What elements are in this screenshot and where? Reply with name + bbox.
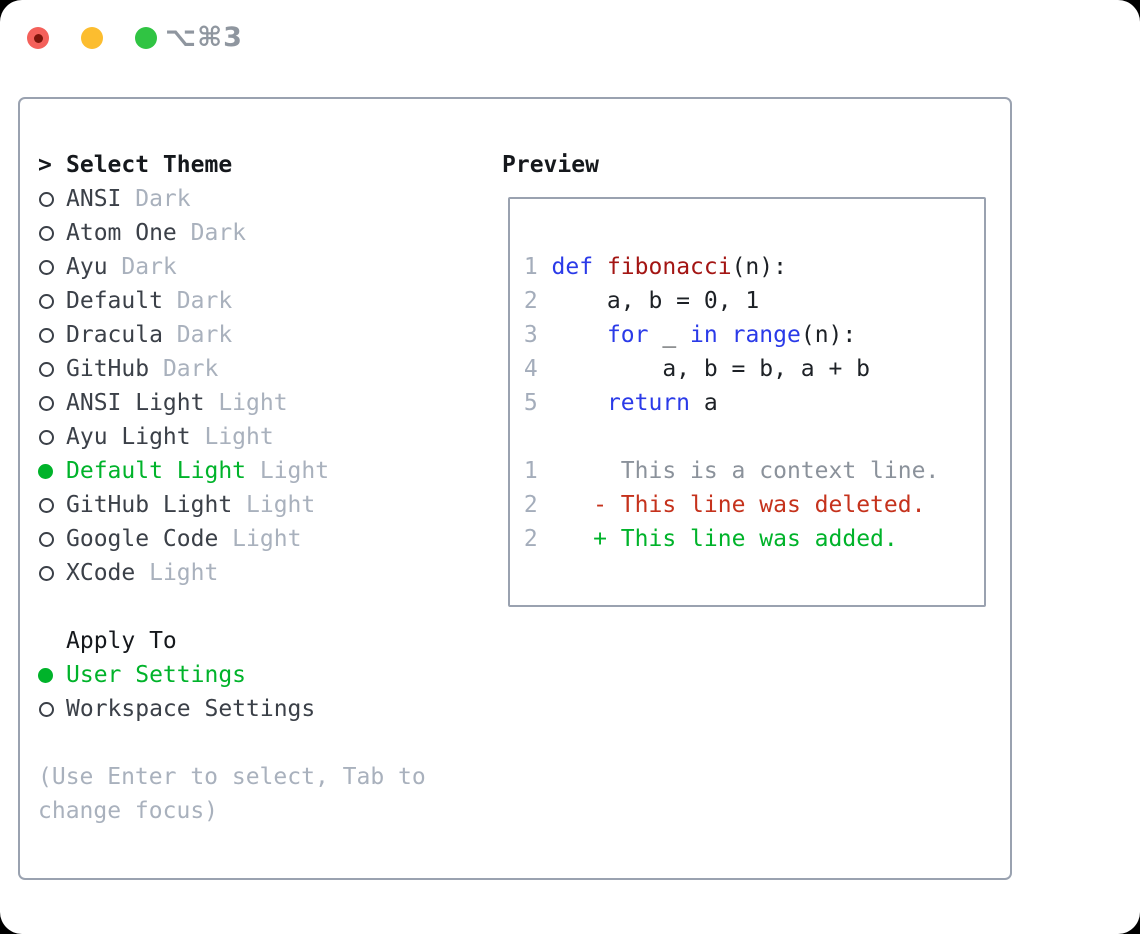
preview-code: 1 def fibonacci(n): 2 a, b = 0, 1 3 for …: [510, 216, 984, 556]
traffic-lights: [27, 27, 175, 49]
apply-to-option[interactable]: User Settings: [38, 658, 478, 692]
minimize-button[interactable]: [80, 27, 103, 49]
apply-to-header: Apply To: [38, 624, 478, 658]
close-dot-icon: [33, 33, 43, 43]
spacer: [38, 726, 478, 760]
theme-option[interactable]: ANSI Light Light: [38, 386, 478, 420]
title-bar: ⌥⌘3: [0, 0, 1140, 76]
theme-option[interactable]: Dracula Dark: [38, 318, 478, 352]
code-line: [510, 420, 984, 454]
theme-option-label: Default Light Light: [66, 458, 330, 484]
window-shortcut-label: ⌥⌘3: [165, 22, 243, 53]
theme-option-label: Ayu Dark: [66, 254, 177, 280]
radio-selected-icon: [38, 454, 66, 488]
radio-unselected-icon: [38, 386, 66, 420]
code-line: 3 for _ in range(n):: [510, 322, 857, 348]
close-button[interactable]: [27, 27, 49, 49]
code-line: 2 a, b = 0, 1: [510, 288, 760, 314]
theme-option-label: ANSI Dark: [66, 186, 191, 212]
radio-unselected-icon: [38, 420, 66, 454]
select-theme-title: Select Theme: [66, 152, 233, 178]
radio-unselected-icon: [38, 522, 66, 556]
theme-option[interactable]: Atom One Dark: [38, 216, 478, 250]
radio-unselected-icon: [38, 692, 66, 726]
preview-box: 1 def fibonacci(n): 2 a, b = 0, 1 3 for …: [508, 197, 986, 607]
apply-to-option-label: User Settings: [66, 662, 247, 688]
radio-unselected-icon: [38, 284, 66, 318]
theme-option-label: Default Dark: [66, 288, 233, 314]
radio-unselected-icon: [38, 216, 66, 250]
apply-to-option[interactable]: Workspace Settings: [38, 692, 478, 726]
radio-selected-icon: [38, 658, 66, 692]
code-line: 2 + This line was added.: [510, 526, 898, 552]
radio-unselected-icon: [38, 318, 66, 352]
theme-option-label: Ayu Light Light: [66, 424, 274, 450]
theme-option[interactable]: Ayu Light Light: [38, 420, 478, 454]
theme-option[interactable]: Default Dark: [38, 284, 478, 318]
code-line: 1 def fibonacci(n):: [510, 254, 787, 280]
theme-option-label: Google Code Light: [66, 526, 302, 552]
code-line: 5 return a: [510, 390, 718, 416]
code-line: 2 - This line was deleted.: [510, 492, 926, 518]
radio-unselected-icon: [38, 556, 66, 590]
theme-option[interactable]: ANSI Dark: [38, 182, 478, 216]
theme-option[interactable]: XCode Light: [38, 556, 478, 590]
theme-option[interactable]: GitHub Dark: [38, 352, 478, 386]
theme-option-label: ANSI Light Light: [66, 390, 288, 416]
code-line: 1 This is a context line.: [510, 458, 940, 484]
apply-to-indent: [38, 624, 66, 658]
theme-option-label: Dracula Dark: [66, 322, 233, 348]
radio-unselected-icon: [38, 488, 66, 522]
theme-option[interactable]: Default Light Light: [38, 454, 478, 488]
select-theme-header: > Select Theme: [38, 148, 478, 182]
theme-option-label: Atom One Dark: [66, 220, 247, 246]
prompt-icon: >: [38, 152, 52, 178]
hint-text: (Use Enter to select, Tab to change focu…: [38, 764, 426, 824]
theme-option-label: GitHub Dark: [66, 356, 219, 382]
spacer: [38, 590, 478, 624]
theme-option-label: GitHub Light Light: [66, 492, 316, 518]
theme-option[interactable]: GitHub Light Light: [38, 488, 478, 522]
apply-to-option-label: Workspace Settings: [66, 696, 316, 722]
preview-title: Preview: [502, 152, 599, 178]
theme-option[interactable]: Ayu Dark: [38, 250, 478, 284]
apply-to-title: Apply To: [66, 628, 177, 654]
theme-option[interactable]: Google Code Light: [38, 522, 478, 556]
code-line: [510, 216, 984, 250]
zoom-button[interactable]: [134, 27, 157, 49]
radio-unselected-icon: [38, 352, 66, 386]
code-line: 4 a, b = b, a + b: [510, 356, 871, 382]
theme-option-label: XCode Light: [66, 560, 219, 586]
radio-unselected-icon: [38, 182, 66, 216]
radio-unselected-icon: [38, 250, 66, 284]
